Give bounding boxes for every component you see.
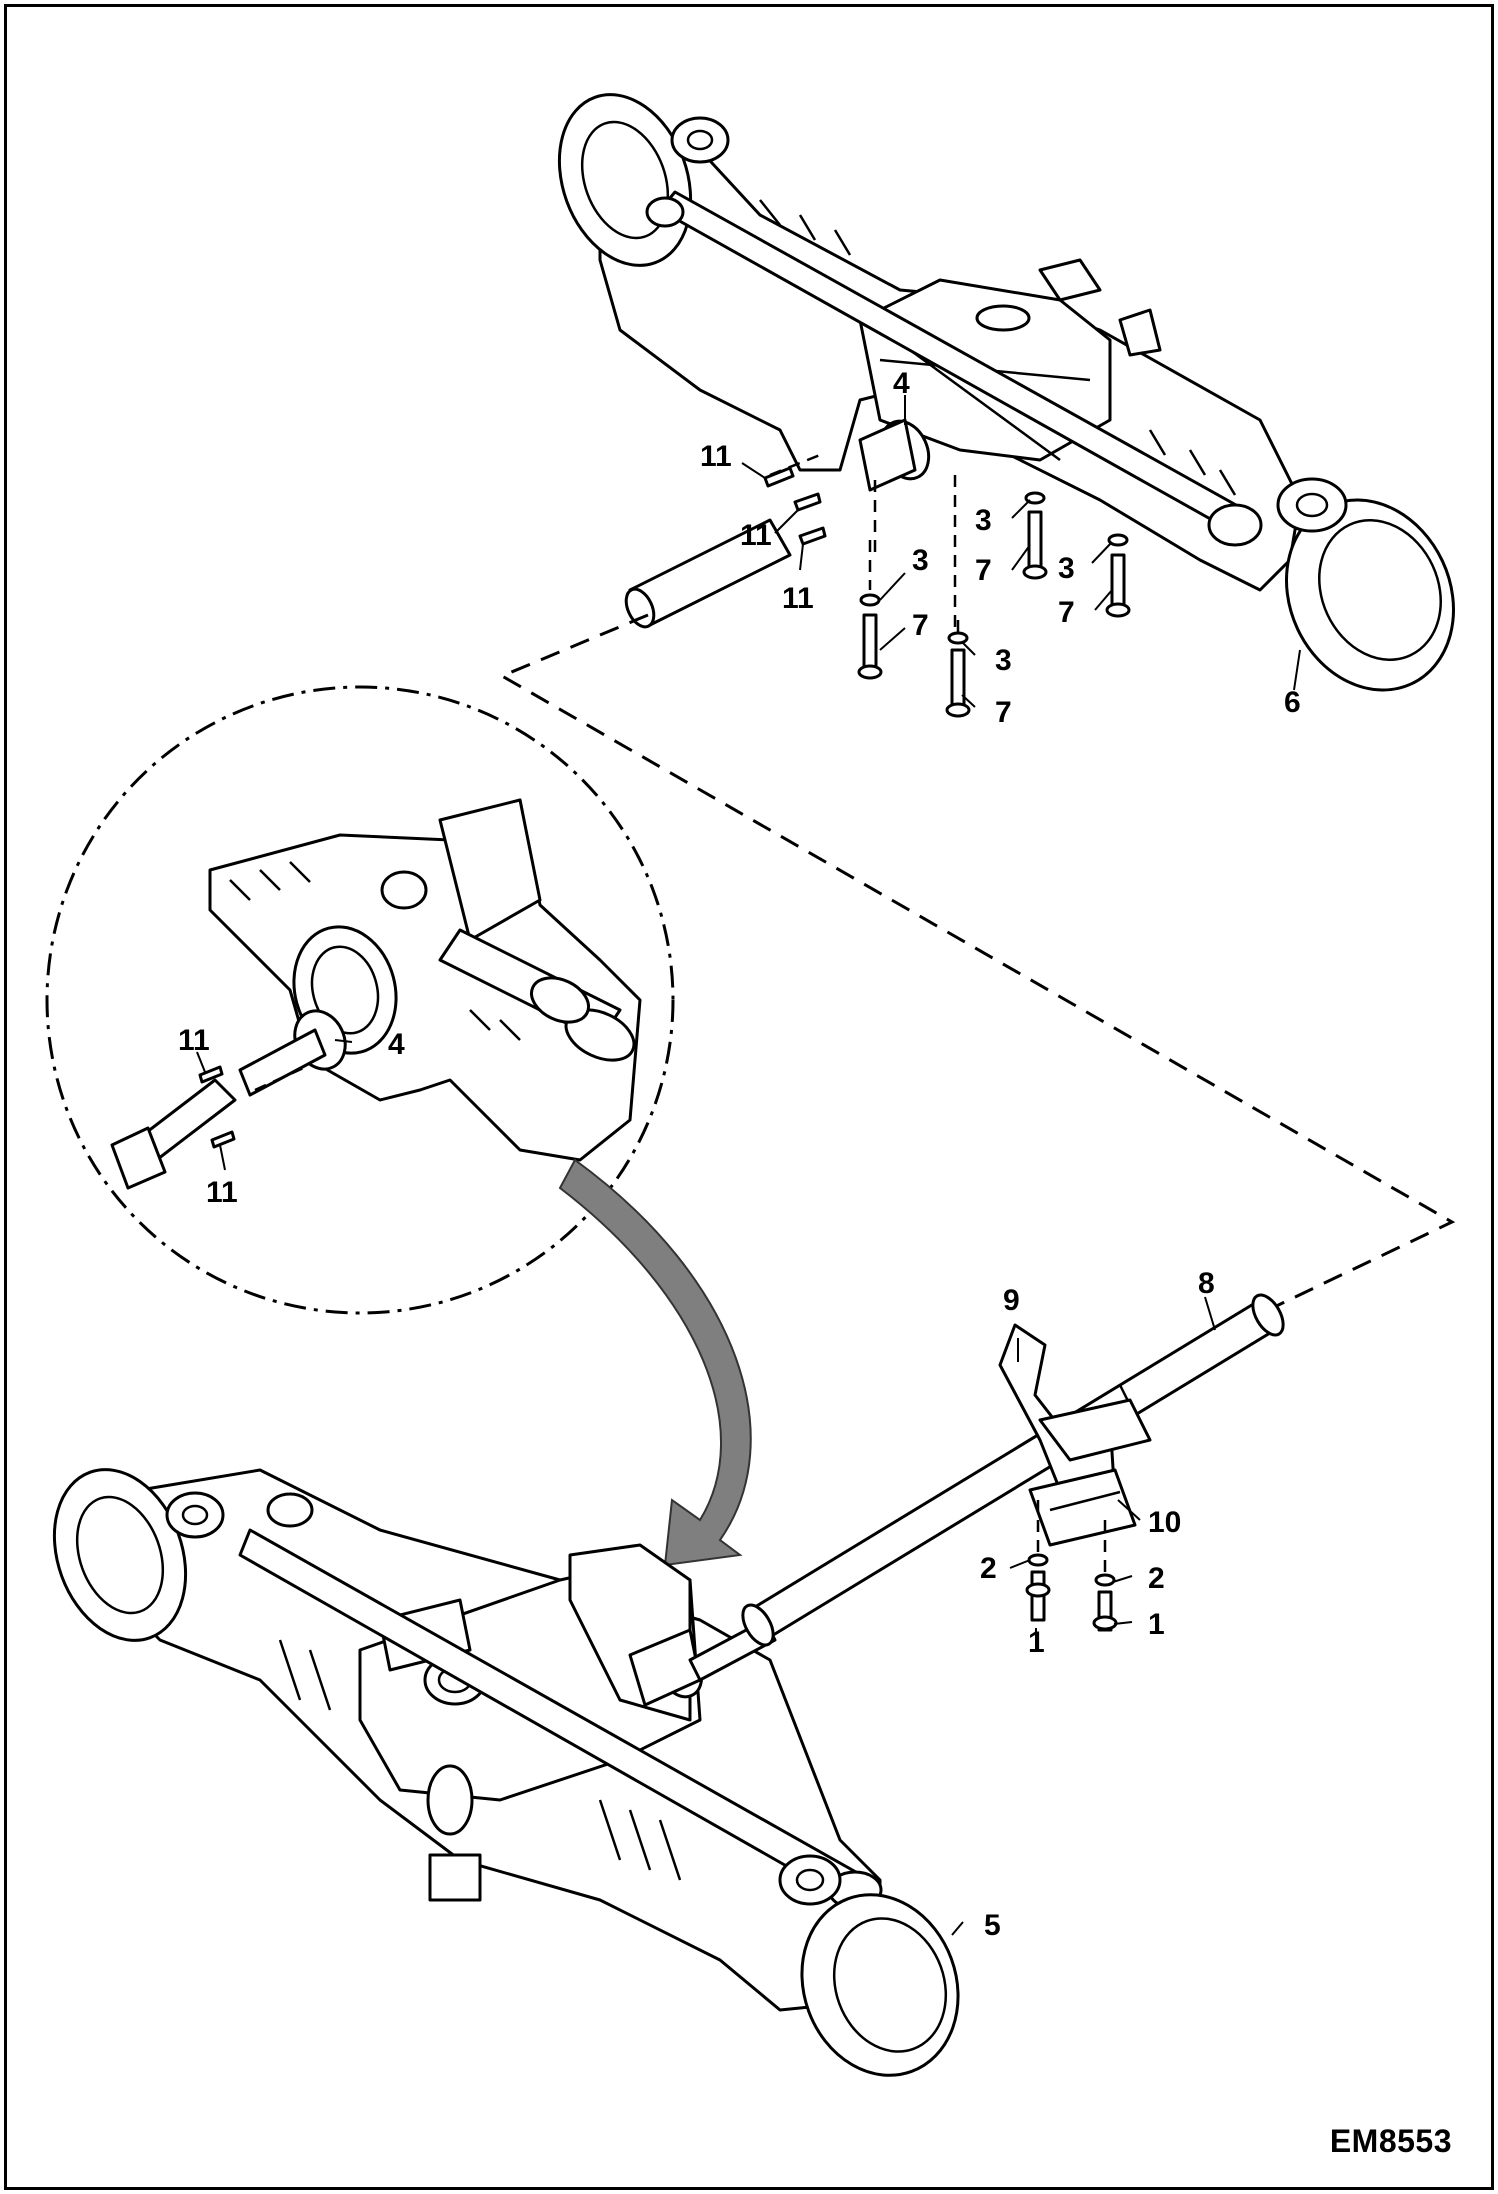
- callout-11-upper-c: 11: [782, 582, 814, 615]
- callout-7-a: 7: [912, 609, 929, 642]
- callout-8: 8: [1198, 1267, 1215, 1300]
- upper-bolts: [857, 491, 1131, 718]
- callout-4-upper: 4: [893, 367, 910, 400]
- upper-shaft-stub: [624, 518, 792, 629]
- callout-3-c: 3: [975, 504, 992, 537]
- callout-3-b: 3: [995, 644, 1012, 677]
- callout-11-upper-b: 11: [740, 519, 772, 552]
- callout-7-d: 7: [1058, 596, 1075, 629]
- callout-3-d: 3: [1058, 552, 1075, 585]
- callout-11-detail-a: 11: [178, 1024, 210, 1057]
- rear-axle-assembly: [557, 93, 1456, 692]
- callout-2-left: 2: [980, 1552, 997, 1585]
- callout-1-left: 1: [1028, 1626, 1045, 1659]
- callout-labels: 11 4 11 11 3 7 3 7 3 7 3 7 6 11 4 11 9 8…: [178, 367, 1301, 1942]
- connection-lines: [45, 613, 1456, 1315]
- detail-to-assembly-arrow: [558, 1158, 752, 1567]
- callout-7-c: 7: [975, 554, 992, 587]
- callout-7-b: 7: [995, 696, 1012, 729]
- callout-6: 6: [1284, 686, 1301, 719]
- callout-3-a: 3: [912, 544, 929, 577]
- detail-view: [110, 798, 642, 1190]
- callout-11-detail-b: 11: [206, 1176, 238, 1209]
- callout-2-right: 2: [1148, 1562, 1165, 1595]
- callout-11-upper-a: 11: [700, 440, 732, 473]
- drive-shaft-assembly: [688, 1293, 1285, 1682]
- callout-9: 9: [1003, 1284, 1020, 1317]
- front-axle-assembly: [52, 1468, 964, 2077]
- document-code: EM8553: [1329, 2123, 1452, 2159]
- callout-5: 5: [984, 1909, 1001, 1942]
- upper-screws: [763, 453, 957, 630]
- callout-4-detail: 4: [388, 1028, 405, 1061]
- callout-10: 10: [1148, 1506, 1181, 1539]
- upper-leaders: [741, 395, 1301, 708]
- callout-1-right: 1: [1148, 1608, 1165, 1641]
- drawing-frame: [4, 4, 1494, 2190]
